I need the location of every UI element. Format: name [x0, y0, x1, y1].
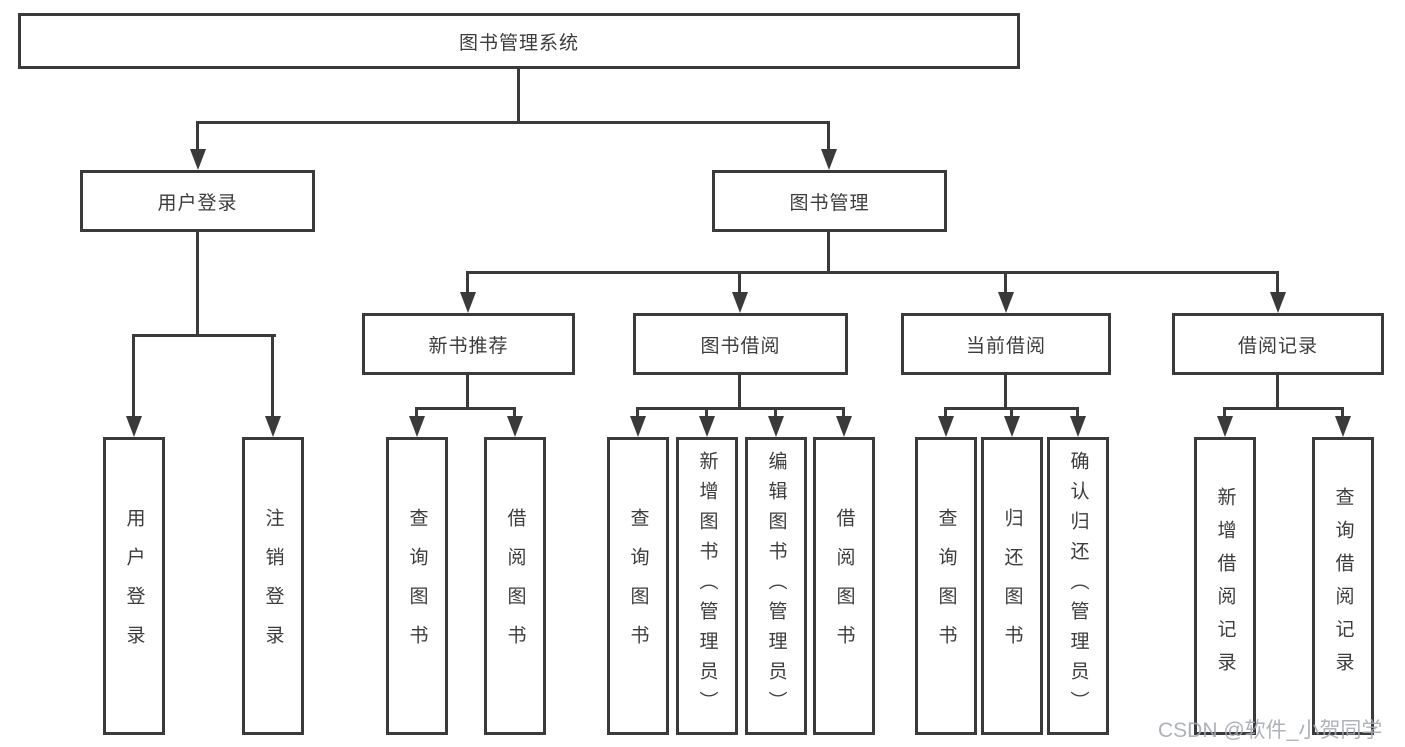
node-borrow-record: 借阅记录 [1172, 313, 1384, 375]
leaf-query-books-2-label: 查询图书 [627, 508, 649, 664]
connector-borrow-record-stem [1276, 375, 1279, 409]
arrow-to-leaf-borrow-2 [842, 407, 845, 416]
leaf-user-login: 用户登录 [103, 437, 165, 735]
arrow-to-current-borrow [1004, 271, 1007, 292]
arrow-to-book-borrow [738, 271, 741, 292]
arrow-to-leaf-query-3 [944, 407, 947, 416]
leaf-query-borrow-record-label: 查询借阅记录 [1332, 487, 1354, 685]
leaf-borrow-books-1-label: 借阅图书 [504, 508, 526, 664]
arrow-to-book-mgmt [827, 121, 830, 149]
arrow-to-leaf-confirm-return [1076, 407, 1079, 416]
leaf-return-book-label: 归还图书 [1001, 508, 1023, 664]
connector-user-login-stem [196, 232, 199, 336]
arrow-to-leaf-add-record [1223, 407, 1226, 416]
csdn-watermark: CSDN @软件_小贺同学 [1158, 719, 1383, 742]
node-current-borrow-label: 当前借阅 [965, 335, 1046, 357]
node-book-mgmt-label: 图书管理 [789, 192, 870, 214]
leaf-query-books-1: 查询图书 [386, 437, 448, 735]
arrow-to-new-book-rec [466, 271, 469, 292]
leaf-query-books-1-label: 查询图书 [406, 508, 428, 664]
connector-new-book-hline [415, 407, 516, 410]
leaf-query-books-2: 查询图书 [607, 437, 669, 735]
node-root: 图书管理系统 [18, 13, 1020, 69]
node-new-book-rec: 新书推荐 [362, 313, 575, 375]
leaf-borrow-books-2-label: 借阅图书 [833, 508, 855, 664]
node-new-book-rec-label: 新书推荐 [428, 335, 509, 357]
connector-current-borrow-stem [1004, 375, 1007, 409]
arrow-to-leaf-add-book [705, 407, 708, 416]
node-current-borrow: 当前借阅 [901, 313, 1111, 375]
arrow-to-borrow-record [1276, 271, 1279, 292]
leaf-borrow-books-1: 借阅图书 [484, 437, 546, 735]
arrow-to-leaf-logout [271, 334, 274, 416]
leaf-user-login-label: 用户登录 [123, 508, 145, 664]
arrow-to-leaf-borrow-1 [513, 407, 516, 416]
node-book-borrow-label: 图书借阅 [700, 335, 781, 357]
arrow-to-leaf-edit-book [774, 407, 777, 416]
node-book-borrow: 图书借阅 [633, 313, 848, 375]
node-borrow-record-label: 借阅记录 [1237, 335, 1318, 357]
leaf-confirm-return-admin-label: 确认归还（管理员） [1067, 451, 1089, 721]
leaf-logout-label: 注销登录 [262, 508, 284, 664]
connector-root-stem [517, 69, 520, 123]
leaf-add-book-admin: 新增图书（管理员） [676, 437, 738, 735]
arrow-to-leaf-query-1 [415, 407, 418, 416]
arrow-to-leaf-login [132, 334, 135, 416]
connector-user-login-hline [132, 334, 276, 337]
leaf-return-book: 归还图书 [981, 437, 1043, 735]
leaf-add-book-admin-label: 新增图书（管理员） [696, 451, 718, 721]
node-book-mgmt: 图书管理 [712, 170, 947, 232]
connector-level3-hline [466, 271, 1279, 274]
leaf-logout: 注销登录 [242, 437, 304, 735]
connector-book-borrow-hline [636, 407, 845, 410]
connector-level1-hline [197, 121, 830, 124]
arrow-to-user-login [196, 121, 199, 149]
node-user-login-label: 用户登录 [157, 192, 238, 214]
leaf-add-borrow-record: 新增借阅记录 [1194, 437, 1256, 735]
leaf-edit-book-admin-label: 编辑图书（管理员） [765, 451, 787, 721]
connector-book-mgmt-stem [827, 232, 830, 273]
node-user-login: 用户登录 [80, 170, 315, 232]
connector-borrow-record-hline [1223, 407, 1344, 410]
arrow-to-leaf-return [1010, 407, 1013, 416]
leaf-add-borrow-record-label: 新增借阅记录 [1214, 487, 1236, 685]
arrow-to-leaf-query-2 [636, 407, 639, 416]
leaf-edit-book-admin: 编辑图书（管理员） [745, 437, 807, 735]
leaf-query-books-3-label: 查询图书 [935, 508, 957, 664]
node-root-label: 图书管理系统 [458, 32, 579, 54]
leaf-confirm-return-admin: 确认归还（管理员） [1047, 437, 1109, 735]
connector-book-borrow-stem [738, 375, 741, 409]
leaf-borrow-books-2: 借阅图书 [813, 437, 875, 735]
arrow-to-leaf-query-record [1341, 407, 1344, 416]
connector-new-book-stem [466, 375, 469, 409]
leaf-query-books-3: 查询图书 [915, 437, 977, 735]
leaf-query-borrow-record: 查询借阅记录 [1312, 437, 1374, 735]
